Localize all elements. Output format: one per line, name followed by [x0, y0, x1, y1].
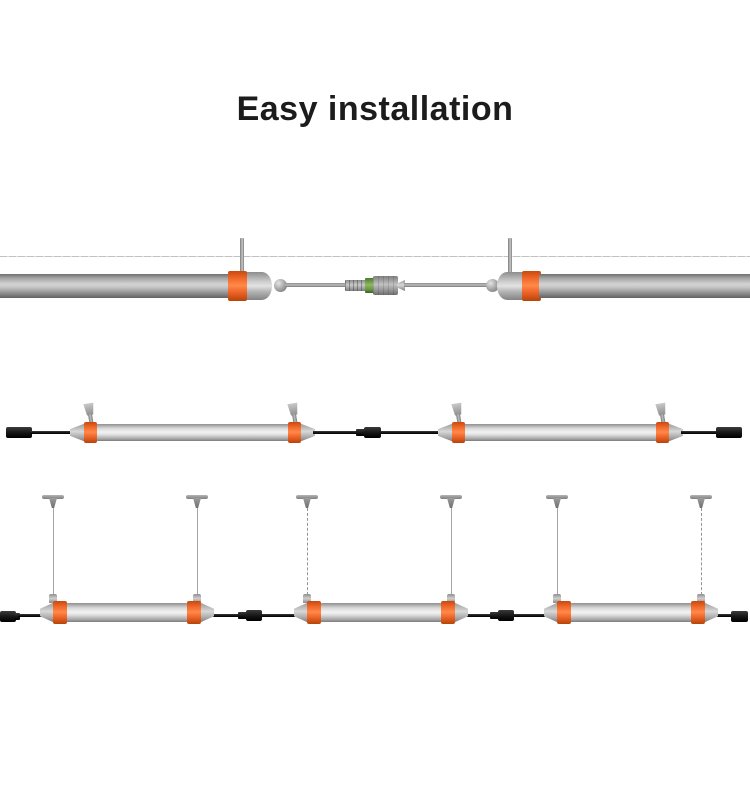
cable-plug — [0, 611, 16, 622]
ceiling-anchor-screw — [193, 498, 201, 508]
ceiling-anchor-screw — [553, 498, 561, 508]
ceiling-anchor-screw — [447, 498, 455, 508]
quick-connector-body — [373, 276, 398, 295]
ball-joint — [486, 279, 499, 292]
light-bar-fixture — [438, 403, 683, 445]
ceiling-reference-line — [0, 256, 750, 257]
end-cap — [299, 423, 315, 442]
quick-connector-male — [345, 280, 366, 291]
inline-connector-collar — [490, 612, 499, 619]
wire-attachment-nub — [303, 594, 311, 603]
inline-connector-collar — [238, 612, 247, 619]
wire-attachment-nub — [447, 594, 455, 603]
inline-connector — [364, 427, 381, 438]
hanging-wire — [557, 508, 558, 600]
end-cap — [40, 602, 55, 623]
power-cable — [18, 614, 42, 617]
wire-attachment-nub — [49, 594, 57, 603]
wire-attachment-nub — [553, 594, 561, 603]
orange-lock-ring — [53, 601, 67, 624]
orange-lock-ring — [557, 601, 571, 624]
ceiling-anchor — [186, 495, 208, 499]
orange-lock-ring — [288, 422, 301, 443]
orange-lock-ring — [522, 271, 541, 301]
power-cable — [717, 614, 733, 617]
ceiling-anchor — [546, 495, 568, 499]
end-cap — [703, 602, 718, 623]
light-bar-tube — [570, 603, 692, 622]
light-bar-fixture — [544, 585, 718, 625]
hanging-wire — [451, 508, 452, 600]
hanging-wire-dashed — [307, 508, 308, 600]
inline-connector — [498, 610, 514, 621]
orange-lock-ring — [441, 601, 455, 624]
page-title: Easy installation — [236, 90, 514, 128]
hanging-wire — [53, 508, 54, 600]
orange-lock-ring — [307, 601, 321, 624]
end-cap — [438, 423, 454, 442]
end-cap — [294, 602, 309, 623]
cable-plug — [731, 611, 748, 622]
ceiling-anchor — [690, 495, 712, 499]
ceiling-anchor — [42, 495, 64, 499]
mounting-pin — [240, 238, 244, 274]
ceiling-anchor-screw — [49, 498, 57, 508]
ceiling-anchor-screw — [697, 498, 705, 508]
inline-connector-collar — [356, 429, 366, 436]
end-cap — [544, 602, 559, 623]
end-cap — [667, 423, 683, 442]
light-bar-tube — [66, 603, 188, 622]
orange-lock-ring — [228, 271, 247, 301]
power-cable — [30, 431, 72, 434]
end-cap — [497, 272, 523, 300]
wire-attachment-nub — [697, 594, 705, 603]
ceiling-anchor — [440, 495, 462, 499]
inline-connector — [246, 610, 262, 621]
light-bar-tube — [539, 274, 750, 298]
ceiling-anchor-screw — [303, 498, 311, 508]
row-clip-mounted-bars — [0, 400, 750, 450]
light-bar-tube — [464, 424, 657, 441]
light-bar-tube — [320, 603, 442, 622]
power-cable — [285, 283, 347, 287]
light-bar-fixture — [70, 403, 315, 445]
light-bar-fixture — [40, 585, 214, 625]
orange-lock-ring — [656, 422, 669, 443]
cable-plug — [716, 427, 742, 438]
end-cap — [453, 602, 468, 623]
light-bar-fixture — [294, 585, 468, 625]
power-cable — [681, 431, 721, 434]
power-cable — [404, 283, 487, 287]
end-cap — [199, 602, 214, 623]
mounting-pin — [508, 238, 512, 274]
quick-connector-green-ring — [365, 278, 374, 293]
wire-attachment-nub — [193, 594, 201, 603]
end-cap — [246, 272, 272, 300]
light-bar-tube — [0, 274, 232, 298]
end-cap — [70, 423, 86, 442]
cable-plug — [6, 427, 32, 438]
orange-lock-ring — [691, 601, 705, 624]
light-bar-tube — [96, 424, 289, 441]
cable-plug-collar — [14, 613, 20, 620]
ceiling-anchor — [296, 495, 318, 499]
orange-lock-ring — [452, 422, 465, 443]
ball-joint — [274, 279, 287, 292]
orange-lock-ring — [187, 601, 201, 624]
row-connector-close-up — [0, 230, 750, 320]
hanging-wire-dashed — [701, 508, 702, 600]
hanging-wire — [197, 508, 198, 600]
orange-lock-ring — [84, 422, 97, 443]
row-wire-suspended-bars — [0, 490, 750, 635]
